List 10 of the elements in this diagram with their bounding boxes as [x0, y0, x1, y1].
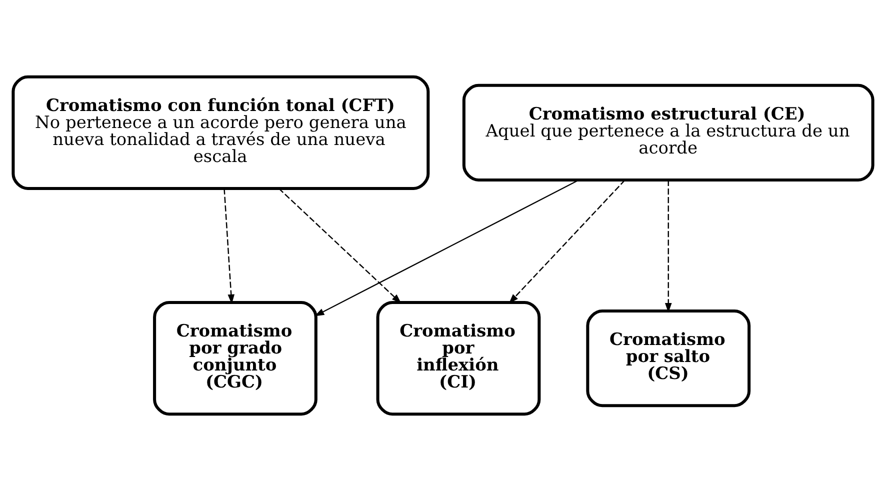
node-box: Cromatismo con función tonal (CFT) No pertenece a un acorde pero genera una nueva tonalidad a través de una nueva escala: [12, 74, 430, 190]
node-box: Cromatismo por grado conjunto (CGC): [153, 300, 318, 416]
node-box: Cromatismo por salto (CS): [586, 309, 751, 407]
arrow: [314, 179, 579, 316]
arrow: [508, 179, 626, 304]
arrow: [278, 188, 402, 304]
arrow: [224, 188, 235, 304]
node-box: Cromatismo por inflexión (CI): [376, 300, 541, 416]
arrow: [664, 180, 672, 312]
node-box: Cromatismo estructural (CE) Aquel que pertenece a la estructura de un acorde: [462, 83, 874, 181]
